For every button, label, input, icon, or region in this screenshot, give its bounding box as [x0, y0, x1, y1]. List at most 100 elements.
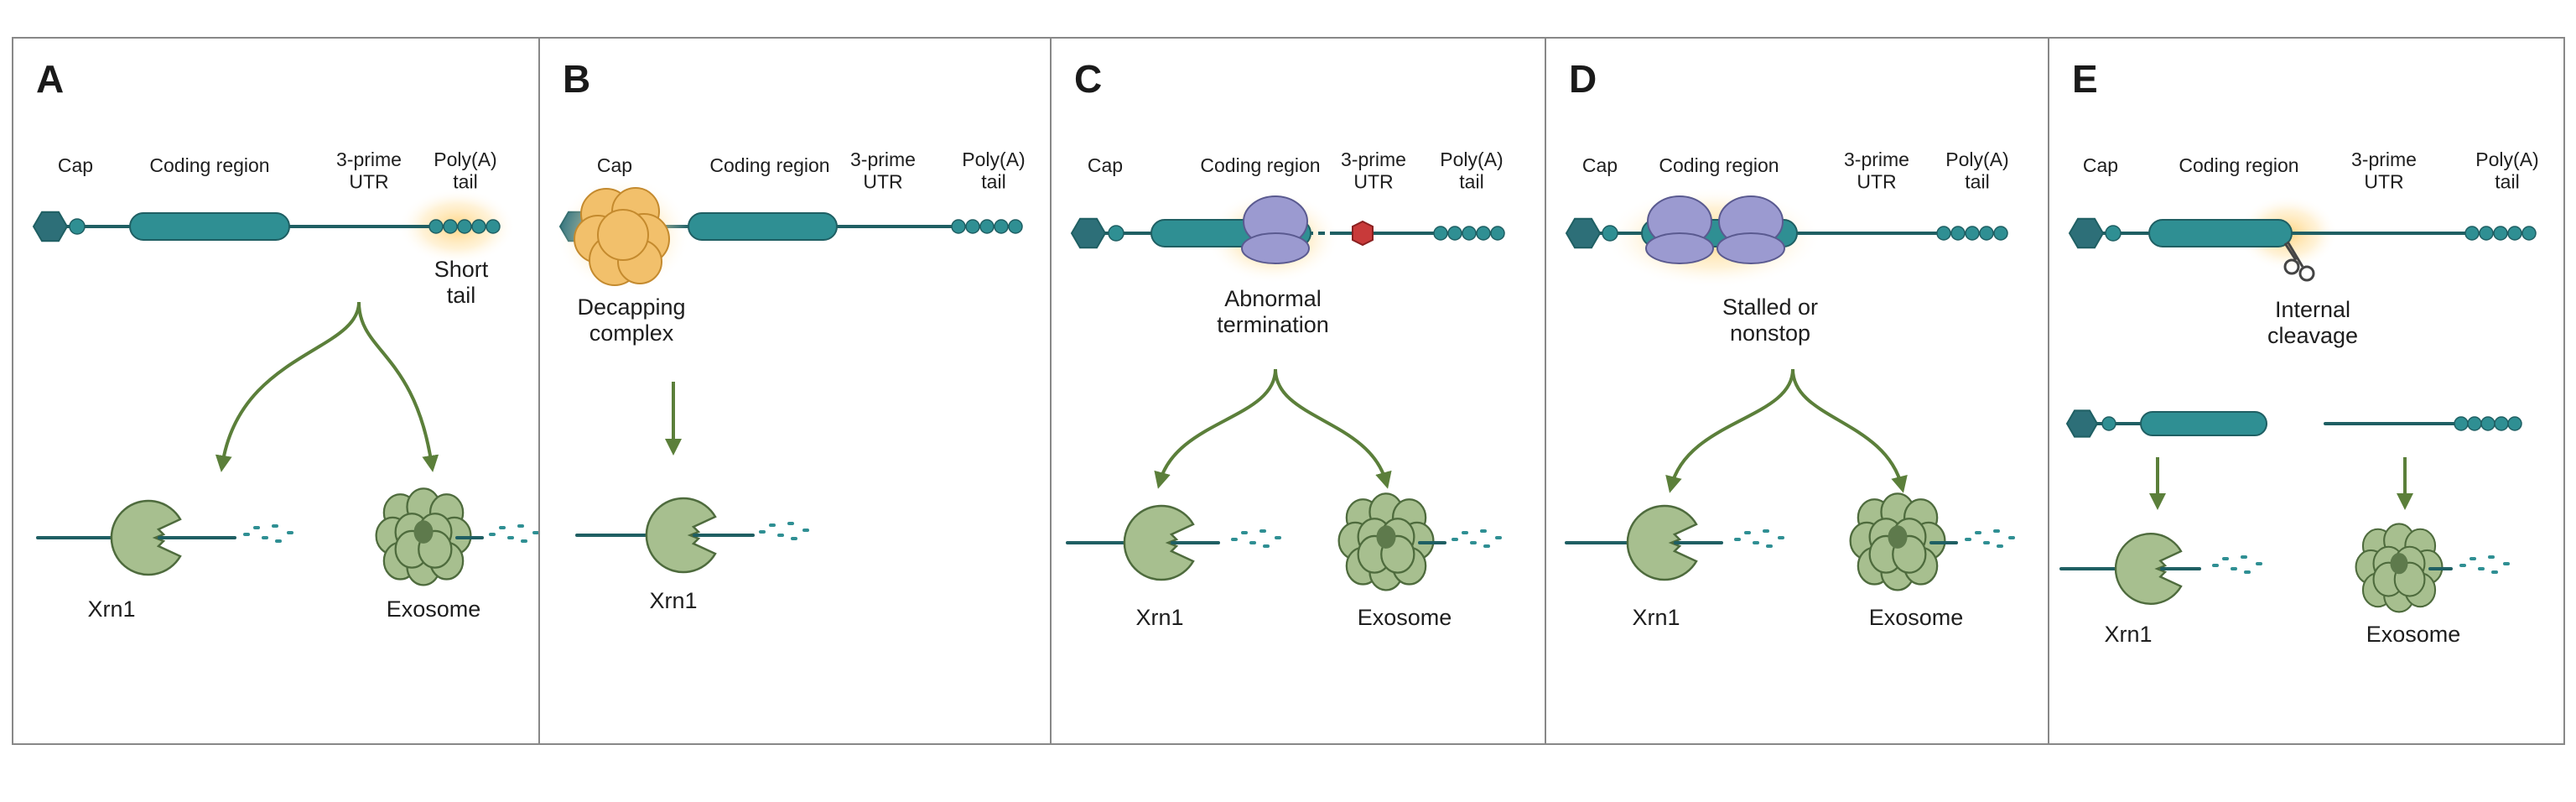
- enzyme-label-exosome: Exosome: [387, 596, 481, 622]
- coding-region-bar: [129, 212, 290, 241]
- fragment: [1965, 538, 1971, 541]
- panel-frame: [1050, 37, 1546, 745]
- polya-label: Poly(A)tail: [1945, 148, 2008, 192]
- polya-bead: [994, 219, 1009, 234]
- polya-bead: [979, 219, 995, 234]
- five-prime-fragment: [2065, 409, 2267, 438]
- scissors-blade: [2286, 241, 2304, 268]
- fragment: [802, 529, 809, 532]
- fragment: [253, 526, 260, 529]
- ribosome-small-subunit: [1241, 232, 1310, 264]
- polya-tail: [2454, 416, 2522, 431]
- polya-bead: [1936, 226, 1951, 241]
- fragment: [2478, 567, 2485, 570]
- degraded-fragments: [2459, 555, 2510, 574]
- cap-label: Cap: [1582, 154, 1618, 176]
- polya-bead: [457, 219, 472, 234]
- fragment: [1734, 538, 1741, 541]
- enzyme-label-exosome: Exosome: [1358, 605, 1452, 630]
- cap-bead: [69, 218, 86, 235]
- degraded-fragments: [759, 522, 809, 540]
- fragment: [2503, 562, 2510, 565]
- panel-letter: C: [1074, 57, 1102, 101]
- scissors-icon: [2283, 241, 2315, 282]
- xrn1-enzyme: [2114, 533, 2183, 605]
- fragment: [1997, 544, 2003, 548]
- fork-left-arrow: [1665, 368, 1794, 493]
- polya-bead: [2454, 416, 2469, 431]
- fragment: [2008, 536, 2015, 539]
- cap-label: Cap: [1088, 154, 1123, 176]
- polya-tail: [951, 219, 1023, 234]
- polya-bead: [2493, 226, 2508, 241]
- cap-structure: [1070, 217, 1107, 249]
- polya-bead: [471, 219, 486, 234]
- panel-letter: D: [1569, 57, 1597, 101]
- polya-tail: [428, 219, 501, 234]
- fragment: [489, 533, 496, 536]
- fragment: [2488, 555, 2495, 559]
- panel-frame: [538, 37, 1052, 745]
- ribosome-small-subunit: [1645, 232, 1714, 264]
- fragment: [1480, 529, 1487, 533]
- xrn1-body: [2114, 533, 2183, 605]
- fragment: [787, 522, 794, 525]
- cap-structure: [32, 211, 69, 242]
- fragment: [1744, 531, 1751, 534]
- cap-bead: [2105, 225, 2122, 242]
- exosome-complex: [1849, 492, 1946, 591]
- polya-label: Poly(A)tail: [962, 148, 1025, 192]
- panel-frame: [2048, 37, 2565, 745]
- cap-label: Cap: [597, 154, 632, 176]
- coding-region-bar: [2148, 219, 2293, 247]
- fragment: [1993, 529, 2000, 533]
- enzyme-label-exosome: Exosome: [1869, 605, 1964, 630]
- polya-bead: [1476, 226, 1491, 241]
- ribosome-small-subunit: [1716, 232, 1785, 264]
- polya-bead: [1979, 226, 1994, 241]
- polya-bead: [965, 219, 980, 234]
- fragment: [243, 533, 250, 536]
- fragment: [272, 524, 278, 528]
- fragment: [499, 526, 506, 529]
- fragment: [2241, 555, 2247, 559]
- exosome-complex: [2355, 523, 2444, 613]
- ribosome: [1716, 195, 1785, 264]
- polya-label: Poly(A)tail: [1440, 148, 1503, 192]
- polya-bead: [2507, 226, 2522, 241]
- degraded-fragments: [1734, 529, 1784, 548]
- fork-right-arrow: [1791, 368, 1908, 493]
- xrn1-body: [1123, 504, 1195, 581]
- polya-bead: [2480, 416, 2496, 431]
- polya-tail: [2464, 226, 2537, 241]
- coding-region-label: Coding region: [1200, 154, 1320, 176]
- scissors-handle: [2298, 265, 2315, 282]
- xrn1-enzyme: [645, 497, 717, 574]
- exosome-channel: [1888, 525, 1908, 549]
- coding-region-label: Coding region: [149, 154, 269, 176]
- degraded-fragments: [489, 524, 539, 543]
- fragment: [2244, 570, 2251, 574]
- fragment: [1452, 538, 1458, 541]
- polya-bead: [951, 219, 966, 234]
- degraded-fragments: [1965, 529, 2015, 548]
- panel-letter: A: [36, 57, 64, 101]
- polya-tail: [1936, 226, 2008, 241]
- scissors-handle: [2283, 258, 2300, 275]
- coding-region-label: Coding region: [2179, 154, 2298, 176]
- polya-bead: [486, 219, 501, 234]
- fragment: [1495, 536, 1502, 539]
- fragment: [517, 524, 524, 528]
- enzyme-label-xrn1: Xrn1: [1632, 605, 1680, 630]
- fragment: [1763, 529, 1769, 533]
- coding-region-label: Coding region: [709, 154, 829, 176]
- fragment: [521, 539, 527, 543]
- polya-bead: [2479, 226, 2494, 241]
- degraded-fragments: [1452, 529, 1502, 548]
